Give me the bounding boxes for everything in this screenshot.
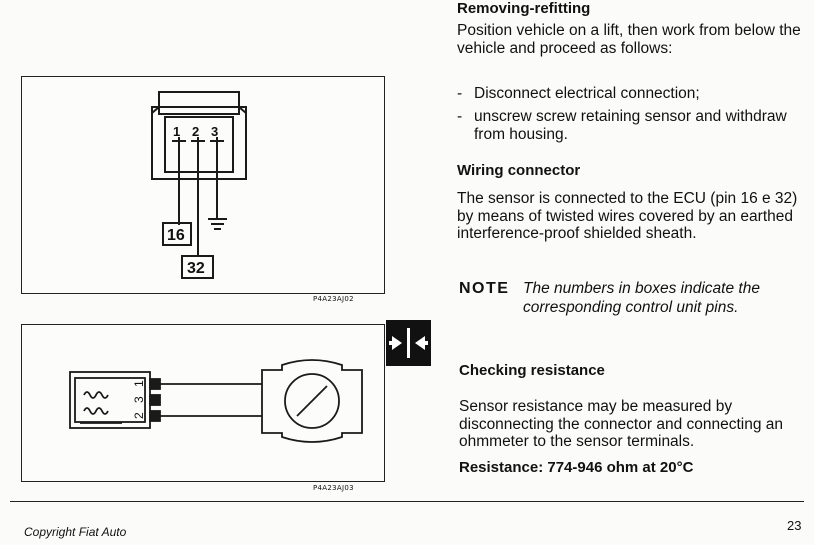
- checking-resistance-heading: Checking resistance: [459, 362, 605, 379]
- sensor-diagram: 1 2 3: [21, 324, 385, 482]
- removing-refitting-heading: Removing-refitting: [457, 0, 591, 17]
- checking-symbol-icon: [386, 320, 431, 366]
- ecu-pin-32-label: 32: [187, 260, 205, 277]
- removing-refitting-paragraph: Position vehicle on a lift, then work fr…: [457, 22, 801, 57]
- terminal-2-label: 2: [132, 412, 146, 419]
- connector-wiring-illustration: 1 2 3 16 32: [151, 91, 247, 279]
- figure-code-connector: P4A23AJ02: [313, 295, 354, 303]
- wiring-connector-heading: Wiring connector: [457, 162, 581, 179]
- footer-divider: [10, 501, 804, 502]
- note-label: NOTE: [459, 280, 510, 297]
- pin-3-label: 3: [211, 124, 218, 139]
- resistance-value: Resistance: 774-946 ohm at 20°C: [459, 459, 694, 476]
- connector-diagram: 1 2 3 16 32: [21, 76, 385, 294]
- step-text: Disconnect electrical connection;: [474, 85, 700, 102]
- terminal-3-label: 3: [132, 396, 146, 403]
- step-item: -Disconnect electrical connection;: [457, 85, 700, 102]
- note-text: The numbers in boxes indicate the corres…: [523, 280, 760, 316]
- ecu-pin-16-label: 16: [167, 227, 185, 244]
- step-text: unscrew screw retaining sensor and withd…: [474, 108, 787, 143]
- sensor-illustration: 1 2 3: [69, 359, 363, 443]
- step-item: -unscrew screw retaining sensor and with…: [457, 108, 802, 143]
- wiring-connector-paragraph: The sensor is connected to the ECU (pin …: [457, 190, 798, 242]
- page-number: 23: [787, 518, 802, 533]
- pin-2-label: 2: [192, 124, 199, 139]
- checking-resistance-paragraph: Sensor resistance may be measured by dis…: [459, 398, 784, 450]
- figure-code-sensor: P4A23AJ03: [313, 484, 354, 492]
- pin-1-label: 1: [173, 124, 180, 139]
- terminal-1-label: 1: [132, 380, 146, 387]
- copyright-text: Copyright Fiat Auto: [24, 525, 127, 539]
